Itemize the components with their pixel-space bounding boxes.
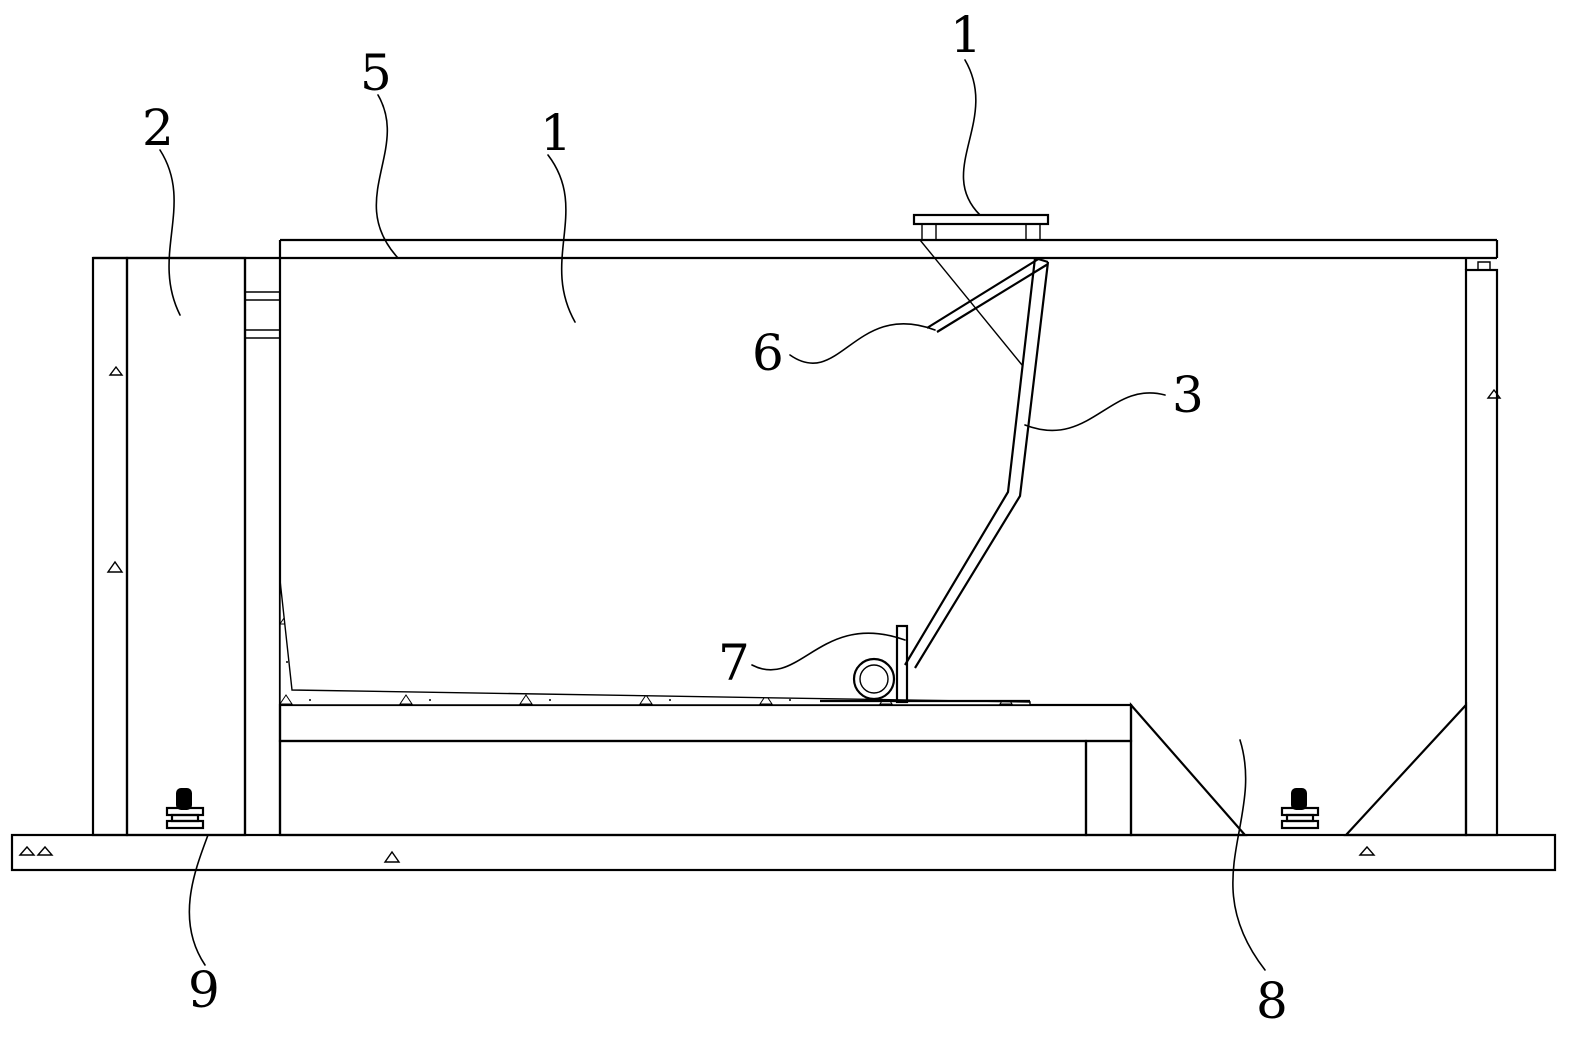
floor-bed [280,705,1131,835]
left-channel [127,240,280,835]
callout-1-top-right: 1 [950,6,982,64]
left-outer-wall [93,258,127,835]
callout-6: 6 [752,324,784,382]
right-outer-wall [1466,258,1500,835]
right-corner-fill [1346,705,1466,835]
scraper-arm [905,258,1048,668]
sloped-fill-8 [1131,705,1245,835]
top-hatch [914,215,1048,240]
bolt-right [1282,788,1318,828]
callout-7: 7 [718,634,750,692]
callout-5: 5 [360,44,392,102]
callout-9: 9 [188,961,220,1019]
callout-8: 8 [1256,972,1288,1030]
callout-2: 2 [142,99,174,157]
leader-lines [160,60,1265,970]
callout-1-center: 1 [540,104,572,162]
callout-3: 3 [1172,366,1204,424]
roller-assembly [820,626,1030,702]
top-cover-plate [93,240,1497,258]
base-slab [12,835,1555,870]
bolt-left [167,788,203,828]
